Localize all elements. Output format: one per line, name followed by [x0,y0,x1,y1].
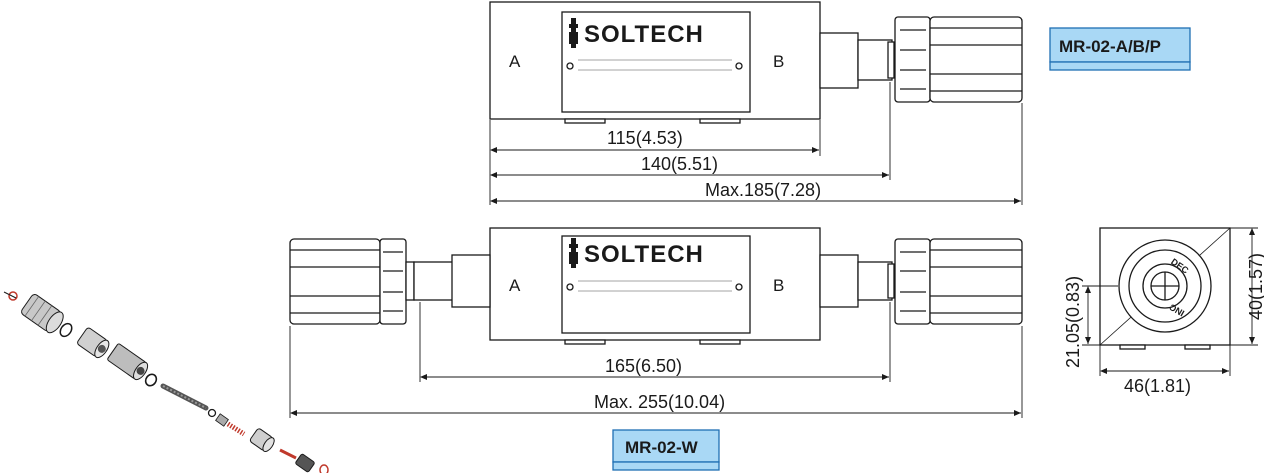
top-valve-view [489,1,1023,124]
side-dim-center: 21.05(0.83) [1063,276,1083,368]
exploded-oring-icon [144,373,158,387]
exploded-seat-icon [249,428,275,453]
top-dim-max-length: Max.185(7.28) [705,180,821,200]
exploded-housing-icon [107,343,149,381]
side-view [1099,227,1231,350]
exploded-knob-icon [21,294,64,334]
bottom-port-a: A [509,276,521,295]
bottom-model-label: MR-02-W [625,438,699,457]
bottom-dimension-lines [289,302,1023,418]
exploded-cap-icon [295,453,315,473]
top-brand: SOLTECH [584,21,704,48]
side-dim-width: 46(1.81) [1124,376,1191,396]
exploded-small-ring-icon [207,408,217,418]
top-model-tag: MR-02-A/B/P [1049,27,1191,71]
top-model-label: MR-02-A/B/P [1059,37,1161,56]
top-dim-body-length: 115(4.53) [607,128,683,148]
bottom-brand: SOLTECH [584,241,704,268]
soltech-logo-icon [566,18,581,48]
top-nameplate [561,11,751,113]
exploded-parts-view [3,291,329,473]
side-dimension-lines [1082,227,1258,376]
top-adjust-stem [819,32,859,89]
bottom-valve-view [289,227,1023,345]
top-dim-overall-length: 140(5.51) [641,154,718,174]
bottom-nameplate [561,235,751,334]
exploded-end-ring-icon [319,464,329,473]
soltech-logo-icon-bottom [566,238,581,268]
top-dimension-lines [489,82,1023,205]
left-adjust-knob [289,238,381,325]
exploded-pin-icon [279,448,297,460]
side-dim-height: 40(1.57) [1246,253,1264,320]
exploded-spindle-icon [160,383,209,411]
top-port-a: A [509,52,521,71]
exploded-washer-icon [59,322,73,338]
exploded-nut-icon [77,327,110,359]
bottom-model-tag: MR-02-W [612,429,720,471]
exploded-spring-icon [226,421,246,437]
bottom-dim-body-length: 165(6.50) [605,356,682,376]
bottom-port-b: B [773,276,784,295]
exploded-red-seal-icon [3,291,18,301]
exploded-poppet-icon [215,413,229,427]
bottom-dim-max-length: Max. 255(10.04) [594,392,725,412]
top-port-b: B [773,52,784,71]
